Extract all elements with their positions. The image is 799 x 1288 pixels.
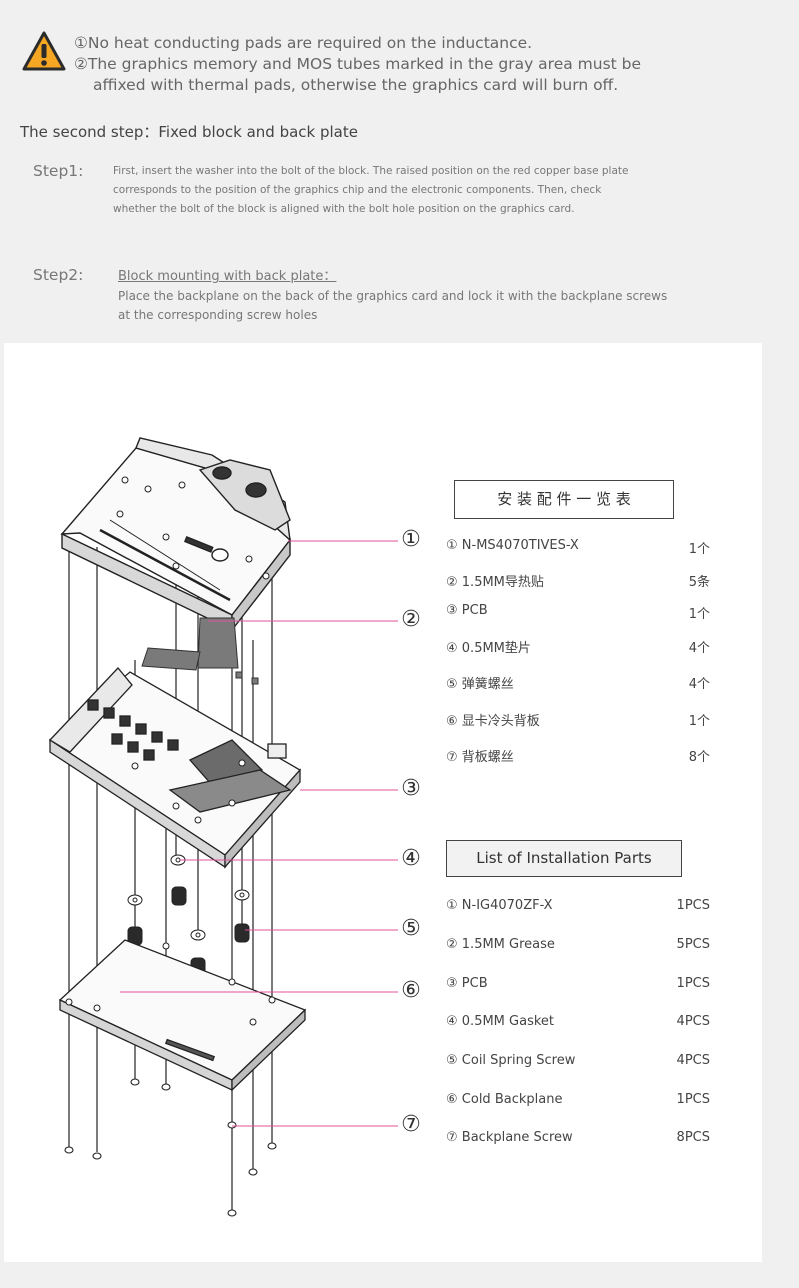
callout-5: ⑤ [401,916,421,941]
callout-1: ① [401,527,421,552]
parts-en-item-2: ② 1.5MM Grease [446,937,555,952]
parts-en-qty-6: 1PCS [676,1092,710,1107]
backplane-holes [65,942,276,1026]
water-block [60,437,291,633]
step2-line-1: Place the backplane on the back of the g… [118,289,668,303]
section-title: The second step：Fixed block and back pla… [20,123,358,141]
parts-cn-item-6: ⑥ 显卡冷头背板 [446,714,540,729]
block-screw-holes [116,476,270,580]
callout-6: ⑥ [401,978,421,1003]
parts-cn-qty-1: 1个 [688,542,710,557]
step1-text: First, insert the washer into the bolt o… [113,162,628,219]
callout-3: ③ [401,776,421,801]
parts-cn-qty-4: 4个 [688,641,710,656]
parts-en-qty-5: 4PCS [676,1053,710,1068]
parts-cn-item-5: ⑤ 弹簧螺丝 [446,677,514,692]
backplane [58,939,307,1092]
step2-heading: Block mounting with back plate： [118,269,337,284]
parts-cn-qty-6: 1个 [688,714,710,729]
parts-en-item-4: ④ 0.5MM Gasket [446,1014,554,1029]
step2-text: Place the backplane on the back of the g… [118,287,667,325]
pcb-holes [131,759,246,824]
warning-line-2: ②The graphics memory and MOS tubes marke… [74,55,642,73]
parts-en-item-7: ⑦ Backplane Screw [446,1130,573,1145]
parts-cn-item-2: ② 1.5MM导热贴 [446,575,544,590]
callout-2: ② [401,607,421,632]
step1-line-1: First, insert the washer into the bolt o… [113,165,629,177]
callout-lines [120,540,398,1127]
parts-en-qty-4: 4PCS [676,1014,710,1029]
step2-label: Step2: [33,266,84,284]
parts-cn-title: 安 装 配 件 一 览 表 [454,480,674,519]
step1-label: Step1: [33,162,84,180]
warning-line-1: ①No heat conducting pads are required on… [74,34,533,52]
step1-line-3: whether the bolt of the block is aligned… [113,203,575,215]
parts-cn-qty-3: 1个 [688,607,710,622]
gaskets [127,854,250,941]
parts-en-item-3: ③ PCB [446,976,488,991]
parts-cn-item-1: ① N-MS4070TIVES-X [446,538,579,553]
warning-line-3: affixed with thermal pads, otherwise the… [93,76,619,94]
parts-cn-qty-7: 8个 [688,750,710,765]
parts-en-qty-2: 5PCS [676,937,710,952]
parts-cn-qty-2: 5条 [688,575,710,590]
parts-cn-item-4: ④ 0.5MM垫片 [446,641,531,656]
callout-4: ④ [401,846,421,871]
warning-triangle-icon [22,31,66,71]
parts-en-qty-7: 8PCS [676,1130,710,1145]
step1-line-2: corresponds to the position of the graph… [113,184,602,196]
parts-cn-qty-5: 4个 [688,677,710,692]
parts-en-item-1: ① N-IG4070ZF-X [446,898,553,913]
parts-cn-item-3: ③ PCB [446,603,488,618]
pcb [48,667,302,869]
backplane-screws [64,1078,277,1217]
thermal-pads [141,617,259,685]
parts-en-item-6: ⑥ Cold Backplane [446,1092,563,1107]
parts-en-qty-3: 1PCS [676,976,710,991]
parts-en-item-5: ⑤ Coil Spring Screw [446,1053,576,1068]
parts-en-title: List of Installation Parts [446,840,682,877]
callout-7: ⑦ [401,1112,421,1137]
parts-cn-item-7: ⑦ 背板螺丝 [446,750,514,765]
parts-en-qty-1: 1PCS [676,898,710,913]
step2-line-2: at the corresponding screw holes [118,308,318,322]
screw-guide-lines [68,545,273,1212]
